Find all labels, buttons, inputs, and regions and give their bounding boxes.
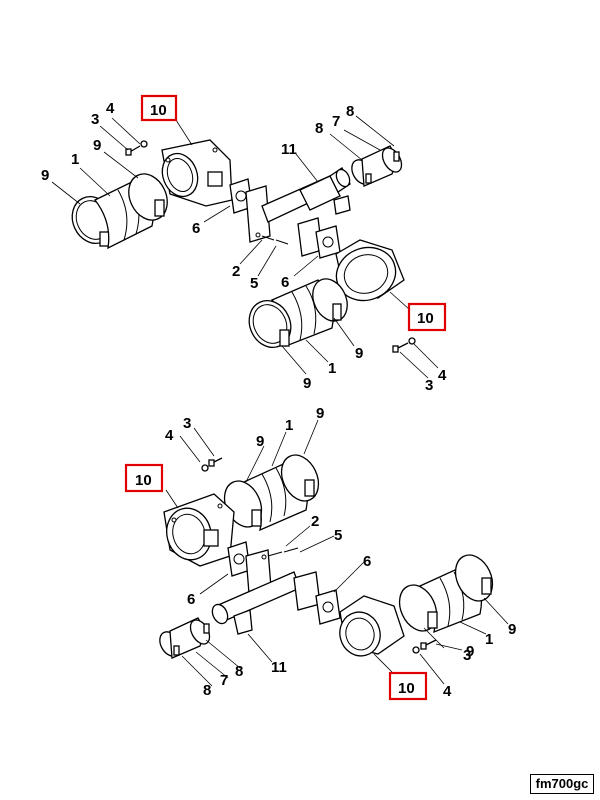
callout-number: 6 (363, 553, 371, 570)
callout-number: 3 (425, 377, 433, 394)
callout-number: 1 (485, 631, 493, 648)
callout-number: 11 (281, 141, 297, 158)
stud-part-5 (261, 547, 299, 560)
flange-adapter-part-10 (163, 493, 235, 567)
callout-highlight-box (407, 302, 447, 332)
callout-number: 3 (183, 415, 191, 432)
nut-part-4 (201, 464, 209, 472)
callout-number: 10 (150, 102, 167, 119)
callout-number: 11 (271, 659, 287, 676)
callout-number: 2 (232, 263, 240, 280)
callout-number: 8 (315, 120, 323, 137)
callout-number: 9 (355, 345, 363, 362)
callout-number: 9 (41, 167, 49, 184)
clamp-part-9 (248, 300, 292, 348)
bolt-part-3 (420, 639, 437, 650)
callout-number: 9 (466, 643, 474, 660)
callout-number: 10 (398, 680, 415, 697)
flange-adapter-part-10 (335, 239, 405, 302)
leader-lines (165, 419, 509, 687)
clamp-part-9 (398, 584, 438, 632)
callout-number: 4 (438, 367, 447, 384)
nut-part-4 (412, 646, 420, 654)
callout-number: 5 (334, 527, 342, 544)
callout-number: 4 (106, 100, 115, 117)
callout-number: 8 (235, 663, 243, 680)
callout-number: 3 (463, 647, 471, 664)
bolt-part-3 (208, 457, 223, 467)
manifold-pipe-part-11 (245, 167, 351, 257)
callout-number: 6 (187, 591, 195, 608)
callout-number: 9 (256, 433, 264, 450)
top-assembly: 10 4 3 9 1 9 11 8 7 8 6 2 5 6 10 9 1 9 3… (41, 94, 447, 394)
callout-highlight-box (140, 94, 178, 122)
callout-number: 5 (250, 275, 258, 292)
callout-number: 10 (135, 472, 152, 489)
clamp-part-9 (280, 454, 320, 502)
flange-adapter-part-10 (161, 139, 233, 207)
callout-number: 7 (220, 672, 228, 689)
clamp-part-9 (128, 173, 168, 221)
callout-number: 9 (316, 405, 324, 422)
callout-number: 9 (508, 621, 516, 638)
nut-part-4 (140, 140, 148, 148)
callout-number: 9 (303, 375, 311, 392)
bolt-part-3 (392, 342, 409, 353)
callout-number: 4 (443, 683, 452, 700)
figure-reference-code: fm700gc (530, 774, 594, 794)
callout-number: 1 (285, 417, 293, 434)
leader-lines (51, 115, 439, 379)
callout-number: 2 (311, 513, 319, 530)
clamp-part-9 (454, 554, 494, 602)
callout-number: 7 (332, 113, 340, 130)
callout-highlight-box (388, 671, 428, 701)
stud-part-5 (255, 232, 289, 245)
callout-number: 9 (93, 137, 101, 154)
callout-number: 8 (346, 103, 354, 120)
callout-number: 4 (165, 427, 174, 444)
callout-number: 6 (281, 274, 289, 291)
nut-part-4 (408, 337, 416, 345)
flange-adapter-part-10 (339, 595, 405, 657)
clamp-part-9 (312, 278, 348, 322)
callout-number: 1 (328, 360, 336, 377)
bolt-part-3 (125, 145, 141, 156)
callout-highlight-box (124, 463, 164, 493)
short-hose-part-7 (351, 145, 403, 187)
short-hose-part-7 (159, 617, 211, 659)
callout-number: 3 (91, 111, 99, 128)
manifold-pipe-part-11 (211, 549, 321, 635)
callout-number: 8 (203, 682, 211, 699)
gasket-part-6 (315, 589, 341, 625)
callout-number: 1 (71, 151, 79, 168)
callout-number: 10 (417, 310, 434, 327)
callout-number: 6 (192, 220, 200, 237)
bottom-assembly: 4 3 9 1 9 10 2 5 6 6 11 8 7 8 9 1 9 3 10… (124, 405, 516, 701)
